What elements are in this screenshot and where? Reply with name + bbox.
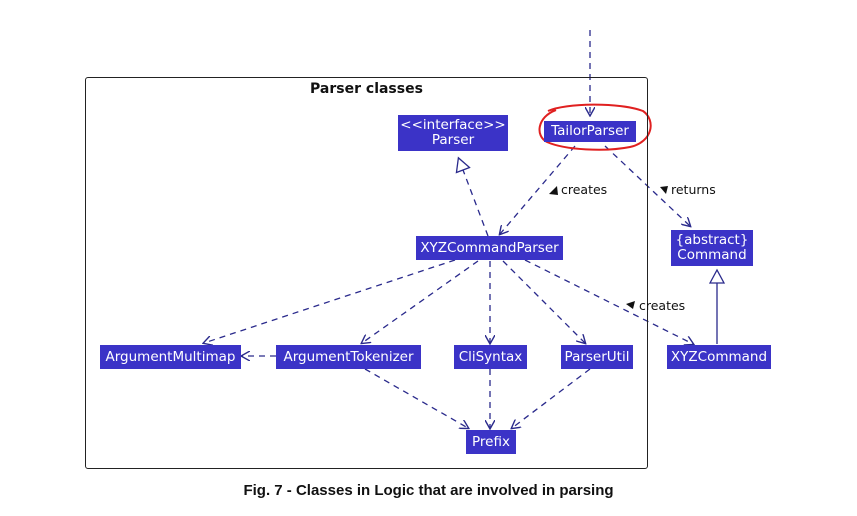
parser-classes-package: Parser classes — [85, 77, 648, 469]
dep-arrow-argumenttokenizer — [362, 260, 479, 343]
figure-caption: Fig. 7 - Classes in Logic that are invol… — [243, 482, 614, 499]
parser-class-name: Parser — [431, 132, 475, 148]
dep-arrow-argumentmultimap — [204, 259, 456, 343]
command-class-name: Command — [677, 247, 747, 263]
creates-label-2: creates — [639, 298, 686, 313]
xyz-command-parser-class[interactable]: XYZCommandParser — [416, 236, 563, 260]
creates-arrow-xyzcommand — [524, 259, 693, 344]
returns-label: returns — [671, 182, 716, 197]
creates-direction-icon-2 — [626, 301, 635, 309]
cli-syntax-class[interactable]: CliSyntax — [454, 345, 527, 369]
parser-interface-class[interactable]: <<interface>> Parser — [398, 115, 508, 151]
prefix-class[interactable]: Prefix — [466, 430, 516, 454]
creates-direction-icon — [549, 186, 558, 195]
xyz-command-class[interactable]: XYZCommand — [667, 345, 771, 369]
returns-direction-icon — [660, 186, 668, 194]
realization-arrow-parser — [463, 170, 489, 237]
command-stereotype: {abstract} — [675, 232, 749, 248]
dep-arrow-parserutil-prefix — [512, 368, 591, 428]
command-abstract-class[interactable]: {abstract} Command — [671, 230, 753, 266]
parser-stereotype: <<interface>> — [400, 117, 506, 133]
dep-arrow-tokenizer-prefix — [364, 368, 468, 428]
creates-arrow-xyzcommandparser — [500, 145, 576, 234]
creates-label: creates — [561, 182, 608, 197]
parser-util-class[interactable]: ParserUtil — [561, 345, 633, 369]
argument-multimap-class[interactable]: ArgumentMultimap — [100, 345, 241, 369]
package-title: Parser classes — [310, 81, 423, 97]
argument-tokenizer-class[interactable]: ArgumentTokenizer — [276, 345, 421, 369]
highlight-circle — [538, 103, 652, 151]
tailor-parser-class[interactable]: TailorParser — [544, 121, 636, 142]
dep-arrow-parserutil — [502, 260, 585, 343]
